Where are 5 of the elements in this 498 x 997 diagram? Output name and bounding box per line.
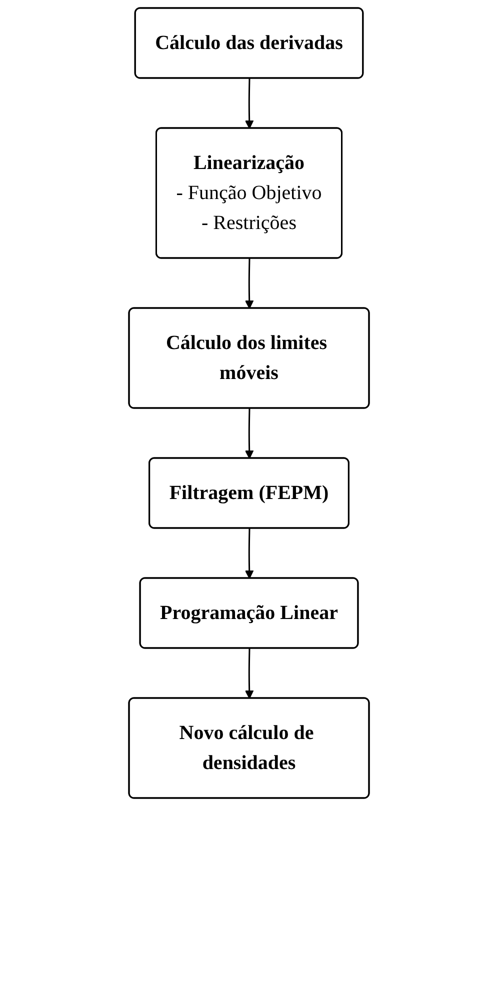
arrow (244, 648, 254, 699)
arrow (244, 528, 254, 579)
arrow (244, 78, 254, 129)
arrow (244, 258, 254, 309)
arrow (244, 408, 254, 459)
